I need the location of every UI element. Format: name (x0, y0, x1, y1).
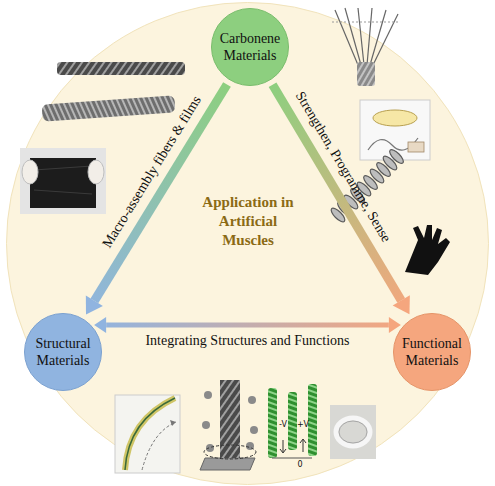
arrow-head (86, 296, 103, 315)
gradient-arrow (273, 85, 402, 301)
topic-circle: Functional Materials (393, 313, 471, 391)
particle (248, 396, 256, 404)
glove-hand (88, 160, 104, 184)
film-texture (34, 166, 92, 170)
base-line (272, 458, 312, 459)
voltage-label: 0 (297, 460, 302, 469)
gradient-arrow (94, 85, 227, 301)
particle (250, 426, 258, 434)
arrow-head (393, 295, 410, 314)
particle (204, 391, 212, 399)
arrow-head (389, 317, 401, 333)
twisted-yarn (220, 380, 240, 458)
strip-core (125, 398, 175, 470)
glove-hand (22, 160, 38, 184)
edge-label: Integrating Structures and Functions (145, 333, 349, 349)
schematic-sheath (373, 110, 417, 126)
ring-shade (339, 421, 367, 443)
topic-label: Carbonene Materials (213, 30, 287, 65)
topic-label: Structural Materials (26, 335, 100, 370)
voltage-label: +V (297, 420, 309, 429)
coil-actuator (268, 388, 277, 458)
twisted-fiber (57, 62, 185, 75)
topic-label: Functional Materials (395, 335, 469, 370)
actuator-base (200, 458, 255, 470)
bend-arrow (142, 422, 176, 470)
bending-strip (115, 395, 180, 473)
carbon-film (30, 158, 96, 208)
twisted-bundle (357, 62, 375, 86)
green-coils (268, 384, 317, 458)
center-title: Application in Artificial Muscles (200, 193, 296, 249)
schematic-part (408, 142, 424, 152)
coil-actuator (288, 392, 297, 450)
ring-actuator (330, 405, 376, 459)
photo-background (20, 148, 106, 214)
photo-frame (115, 395, 180, 473)
ring (336, 418, 370, 446)
particle (202, 421, 210, 429)
voltage-label: -V (279, 420, 287, 429)
strip-layer (125, 398, 175, 470)
bend-arrow-head (170, 420, 176, 426)
topic-circle: Structural Materials (24, 313, 102, 391)
gradient-arrow (106, 323, 389, 328)
topic-circle: Carbonene Materials (211, 8, 289, 86)
particle (206, 444, 214, 452)
film-photo (20, 148, 106, 214)
arrow-head (94, 317, 106, 333)
film-texture (34, 190, 92, 194)
coil-actuator (308, 384, 317, 456)
photo-background (330, 405, 376, 459)
